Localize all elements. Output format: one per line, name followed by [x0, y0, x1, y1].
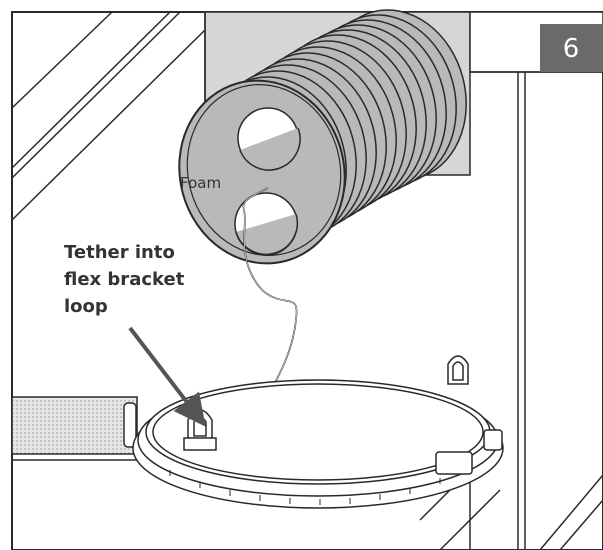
callout-arrow: [128, 326, 206, 427]
tether-label-line1: Tether into: [64, 242, 175, 263]
foam-label: Foam: [180, 174, 221, 192]
mesh-strip: [11, 396, 138, 455]
ring-ticks: [169, 470, 441, 505]
foam-plug-top-half: [239, 127, 301, 171]
bracket-loop-right: [447, 355, 469, 385]
mesh-clamp: [123, 402, 137, 448]
tether-label-line2: flex bracket: [64, 269, 185, 290]
duct-opening-inner: [186, 84, 342, 256]
duct-opening: [178, 79, 346, 265]
ring-tab-right: [435, 429, 503, 475]
tether-label-line3: loop: [64, 296, 108, 317]
flex-bracket-ring: [132, 379, 504, 509]
foam-plug-bottom-half: [235, 213, 299, 256]
step-badge: [540, 24, 603, 72]
step-number: 6: [563, 34, 580, 64]
